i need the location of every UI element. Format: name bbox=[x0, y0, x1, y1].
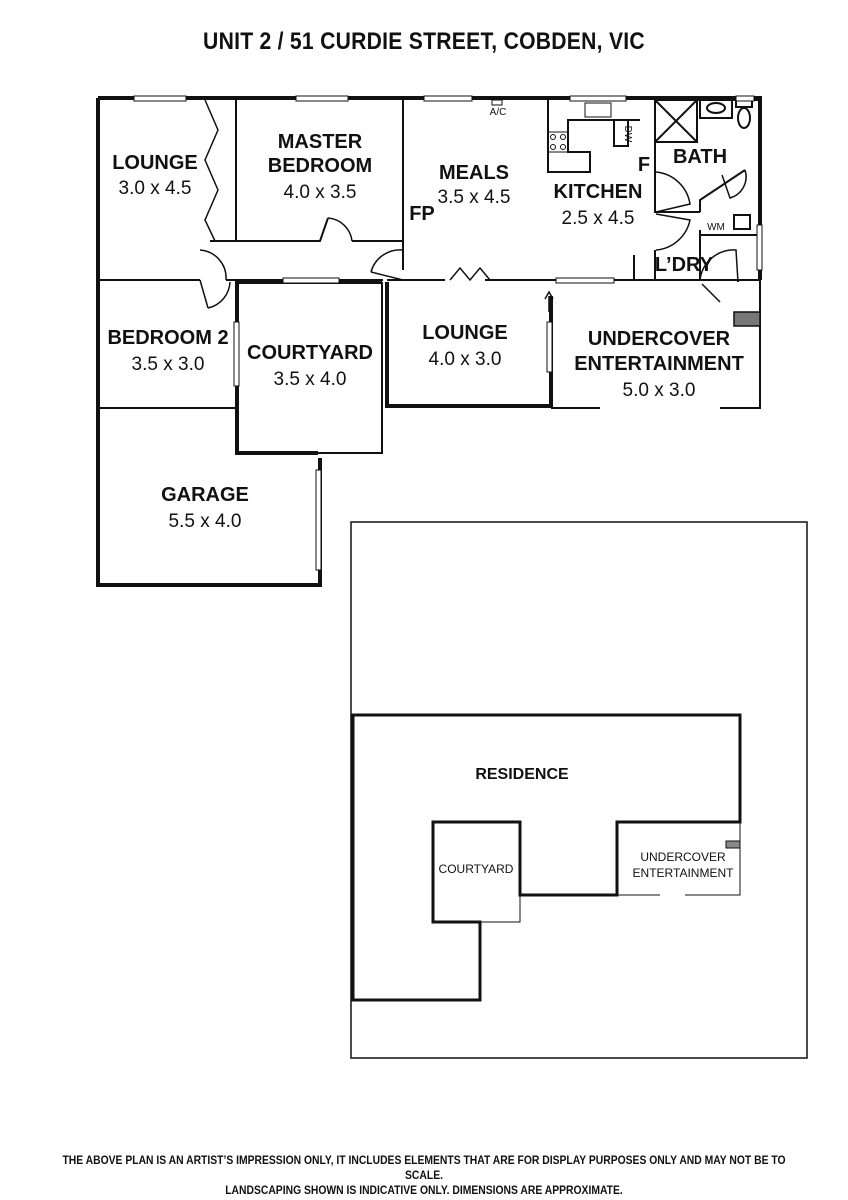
fixture-label: F bbox=[638, 154, 650, 176]
site-label: UNDERCOVER bbox=[640, 850, 726, 864]
room-label: KITCHEN bbox=[554, 181, 643, 203]
door-swings bbox=[199, 99, 747, 312]
heater-icon bbox=[725, 840, 741, 849]
site-label: RESIDENCE bbox=[475, 766, 569, 783]
room-label: ENTERTAINMENT bbox=[574, 353, 744, 375]
room-label: MASTER bbox=[278, 131, 363, 153]
disclaimer: THE ABOVE PLAN IS AN ARTIST’S IMPRESSION… bbox=[42, 1154, 805, 1199]
plan-title: UNIT 2 / 51 CURDIE STREET, COBDEN, VIC bbox=[203, 28, 645, 55]
fixture-label: WM bbox=[707, 222, 725, 233]
courtyard-outline bbox=[480, 895, 521, 923]
fixture-label: DW bbox=[622, 126, 633, 143]
site-plan: RESIDENCE COURTYARD UNDERCOVER ENTERTAIN… bbox=[350, 521, 808, 1059]
room-label: MEALS bbox=[439, 162, 509, 184]
room-dims: 5.0 x 3.0 bbox=[623, 380, 696, 401]
room-dims: 3.0 x 4.5 bbox=[119, 178, 192, 199]
room-dims: 4.0 x 3.5 bbox=[284, 182, 357, 203]
fixture-label: FP bbox=[409, 203, 435, 225]
fixture-label: A/C bbox=[490, 107, 507, 118]
windows bbox=[133, 95, 763, 571]
room-label: COURTYARD bbox=[247, 342, 373, 364]
room-dims: 3.5 x 4.0 bbox=[274, 369, 347, 390]
room-dims: 5.5 x 4.0 bbox=[169, 511, 242, 532]
room-label: L’DRY bbox=[655, 254, 714, 276]
room-label: GARAGE bbox=[161, 484, 249, 506]
site-boundary bbox=[350, 521, 808, 1059]
room-label: BATH bbox=[673, 146, 727, 168]
ac-unit-icon bbox=[491, 99, 503, 106]
room-dims: 2.5 x 4.5 bbox=[562, 208, 635, 229]
heater-icon bbox=[733, 311, 761, 327]
room-dims: 3.5 x 3.0 bbox=[132, 354, 205, 375]
disclaimer-line: LANDSCAPING SHOWN IS INDICATIVE ONLY. DI… bbox=[225, 1185, 623, 1197]
site-label: ENTERTAINMENT bbox=[633, 866, 735, 880]
room-dims: 4.0 x 3.0 bbox=[429, 349, 502, 370]
room-label: UNDERCOVER bbox=[588, 328, 731, 350]
site-label: COURTYARD bbox=[439, 862, 514, 876]
room-label: LOUNGE bbox=[112, 152, 198, 174]
cooktop bbox=[547, 102, 612, 153]
room-label: BEDROOM bbox=[268, 155, 372, 177]
room-label: BEDROOM 2 bbox=[107, 327, 228, 349]
room-label: LOUNGE bbox=[422, 322, 508, 344]
room-dims: 3.5 x 4.5 bbox=[438, 187, 511, 208]
disclaimer-line: THE ABOVE PLAN IS AN ARTIST’S IMPRESSION… bbox=[62, 1155, 786, 1182]
